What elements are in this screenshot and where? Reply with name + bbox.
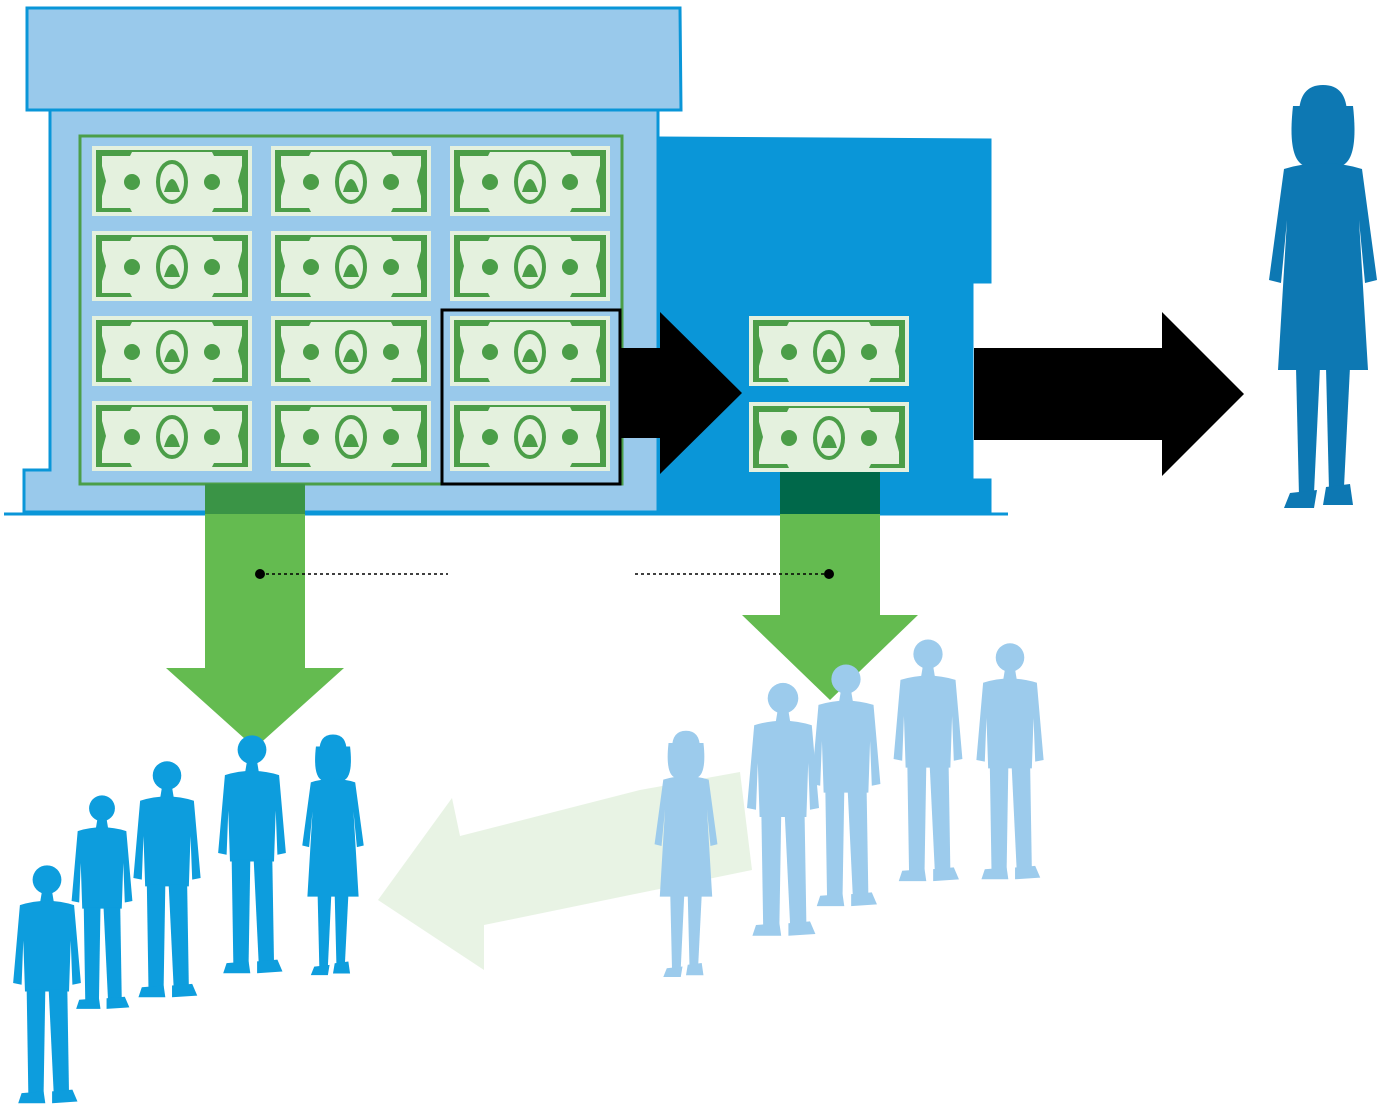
person-silhouette-icon	[302, 734, 364, 976]
dollar-bill	[450, 231, 610, 301]
large-bank-roof	[25, 6, 683, 112]
crowd-dark	[13, 734, 364, 1104]
dollar-bill	[749, 316, 909, 386]
dollar-bill	[450, 146, 610, 216]
dollar-bill	[271, 316, 431, 386]
person-silhouette-icon	[133, 761, 201, 998]
person-silhouette-icon	[71, 795, 133, 1009]
person-silhouette-icon	[654, 730, 718, 978]
person-woman-icon	[1269, 85, 1377, 508]
dollar-bill	[92, 401, 252, 471]
small-bank-roof	[656, 136, 992, 284]
dollar-bill	[450, 401, 610, 471]
dotted-leader-left	[255, 569, 448, 579]
green-arrow-small-bank-down	[742, 472, 918, 700]
person-silhouette-icon	[747, 682, 819, 936]
dotted-leader-right	[635, 569, 834, 579]
dollar-bill	[271, 401, 431, 471]
person-silhouette-icon	[976, 643, 1044, 880]
dollar-bill	[92, 231, 252, 301]
person-silhouette-icon	[218, 735, 286, 974]
dollar-bill	[450, 316, 610, 386]
single-person-woman	[1269, 85, 1377, 508]
green-arrow-large-bank-down	[166, 484, 344, 748]
dollar-bill	[271, 146, 431, 216]
black-arrow-large-to-small-bank	[620, 312, 742, 474]
dollar-bill	[749, 402, 909, 472]
highlighted-bills-frame	[440, 308, 622, 486]
dollar-bill	[92, 316, 252, 386]
person-silhouette-icon	[13, 865, 81, 1104]
black-arrow-small-bank-to-person	[974, 312, 1244, 476]
dollar-bill	[92, 146, 252, 216]
person-silhouette-icon	[811, 664, 881, 907]
dollar-bill	[271, 231, 431, 301]
person-silhouette-icon	[893, 639, 963, 882]
